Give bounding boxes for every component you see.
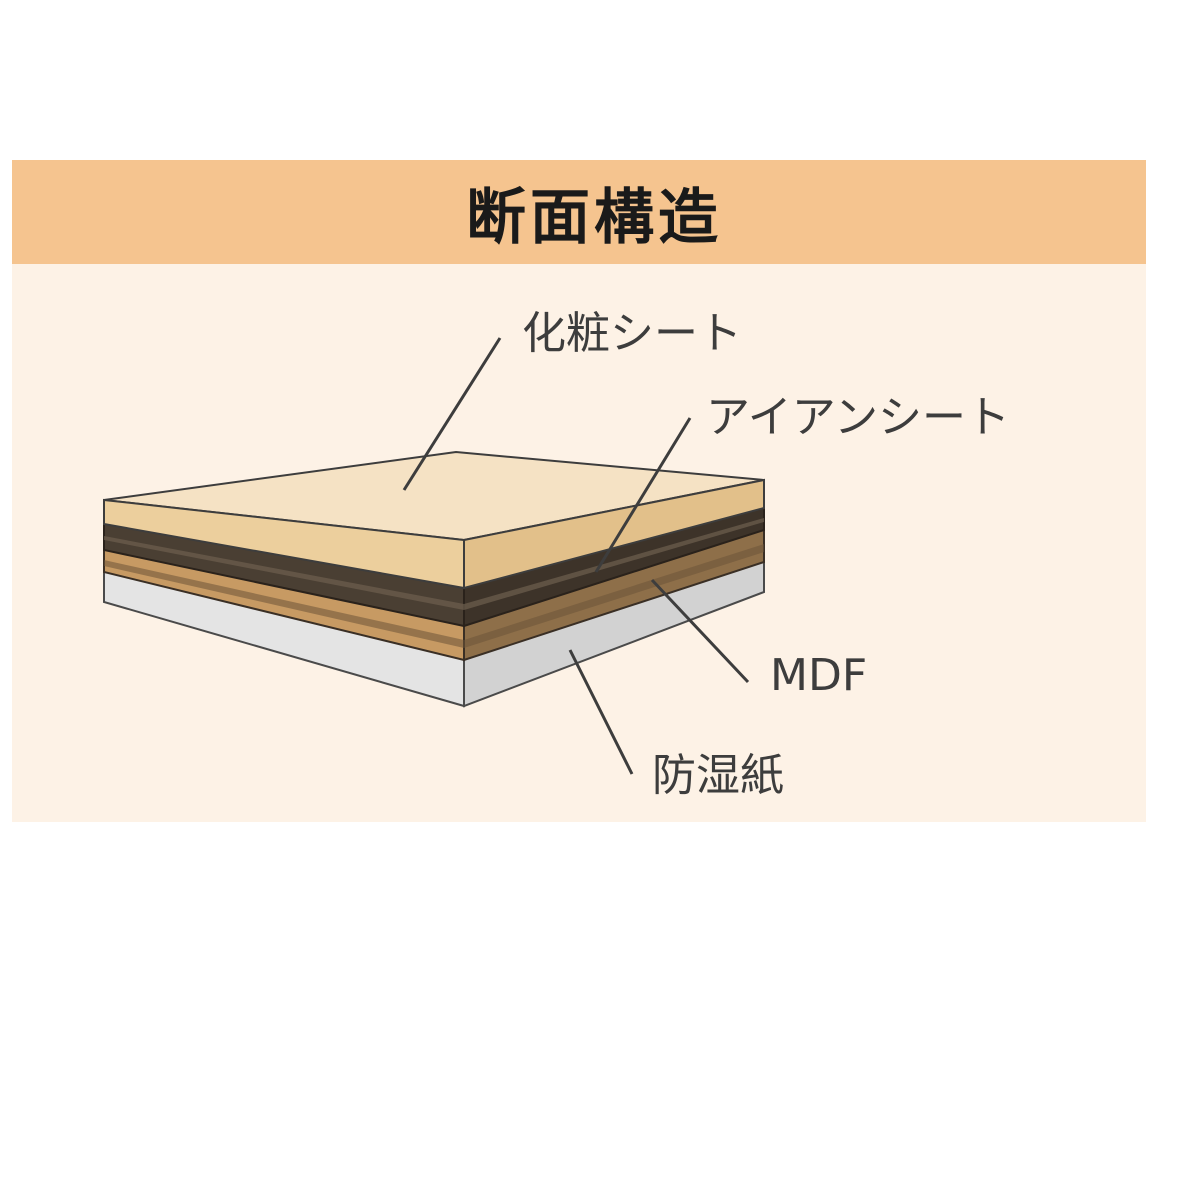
label-moisture-paper: 防湿紙 bbox=[652, 750, 784, 801]
leader-line-mdf bbox=[650, 578, 750, 684]
decor-sheet-layer bbox=[103, 450, 765, 590]
leader-line-iron bbox=[594, 417, 692, 573]
leader-line-decor bbox=[402, 337, 502, 491]
label-iron-sheet: アイアンシート bbox=[706, 392, 1010, 443]
section-title: 断面構造 bbox=[466, 182, 722, 253]
section-header: 断面構造 bbox=[12, 160, 1146, 264]
label-decor-sheet: 化粧シート bbox=[522, 308, 742, 359]
leader-line-moisture bbox=[568, 649, 634, 775]
mdf-layer bbox=[103, 526, 765, 662]
label-mdf: MDF bbox=[770, 650, 867, 701]
iron-sheet-layer bbox=[103, 504, 765, 628]
